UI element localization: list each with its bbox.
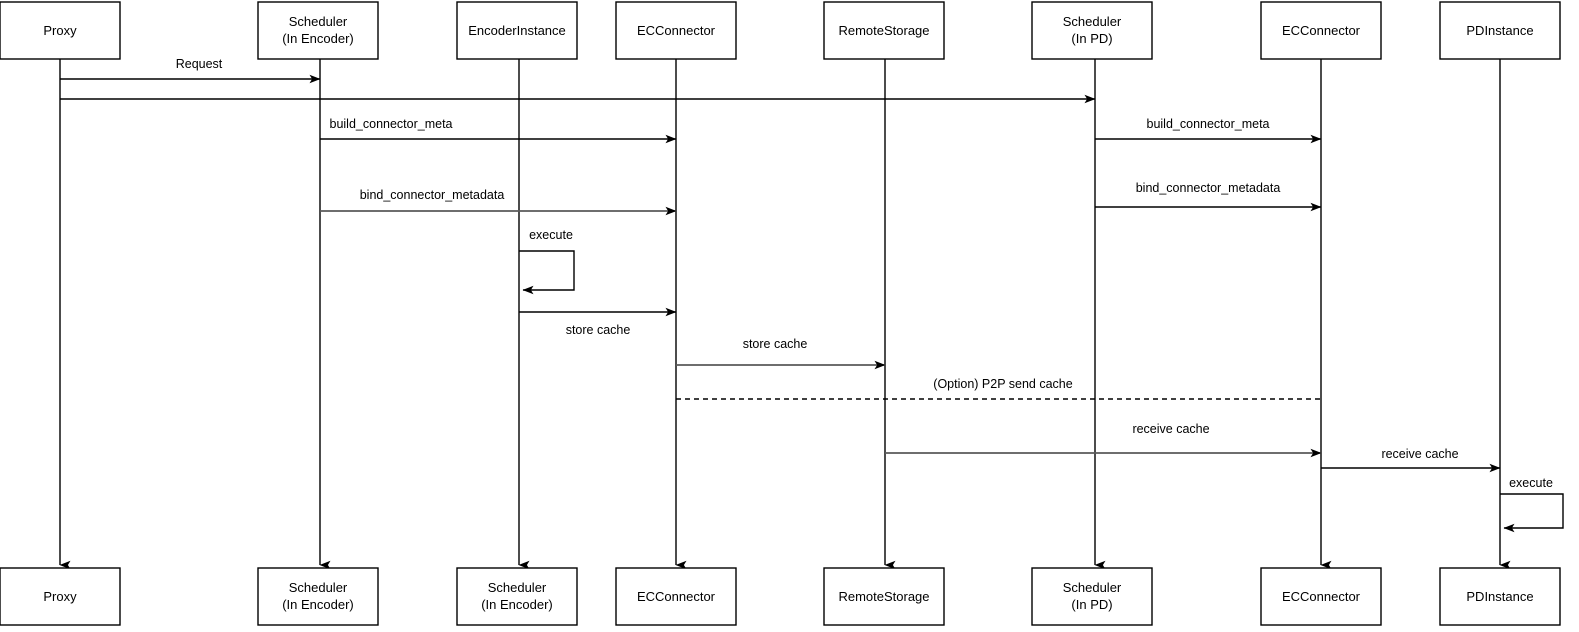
lifelines-group [59,59,1511,570]
participant-top-label-sched_enc-line1: Scheduler [289,14,348,29]
self-message-label-s2: execute [1509,476,1553,490]
participant-bottom-label-proxy_b: Proxy [43,589,77,604]
participant-top-pd_inst[interactable]: PDInstance [1439,1,1561,60]
participant-bottom-box-ec_conn_l_b[interactable] [615,567,737,626]
participant-bottom-box-sched_enc_b2[interactable] [456,567,578,626]
participant-top-box-enc_inst[interactable] [456,1,578,60]
participant-top-label-proxy: Proxy [43,23,77,38]
participants-top-group: Proxy Scheduler (In Encoder) EncoderInstanc… [0,1,1561,60]
participant-top-enc_inst[interactable]: EncoderInstance [456,1,578,60]
participant-top-label-ec_conn_l: ECConnector [637,23,716,38]
message-label-m10: receive cache [1132,422,1209,436]
participant-top-label-pd_inst: PDInstance [1466,23,1533,38]
participant-bottom-box-pd_inst_b[interactable] [1439,567,1561,626]
participant-bottom-sched_enc_b[interactable]: Scheduler (In Encoder) [257,567,379,626]
participant-bottom-label-pd_inst_b: PDInstance [1466,589,1533,604]
participant-top-label-sched_enc-line2: (In Encoder) [282,31,354,46]
self-message-loop-s2 [1500,493,1564,533]
message-label-m4: build_connector_meta [1147,117,1270,131]
participant-bottom-label-sched_enc_b2-line1: Scheduler [488,580,547,595]
participant-top-ec_conn_l[interactable]: ECConnector [615,1,737,60]
participant-bottom-box-proxy_b[interactable] [0,567,121,626]
participant-top-box-pd_inst[interactable] [1439,1,1561,60]
participant-top-remote_store[interactable]: RemoteStorage [823,1,945,60]
message-label-m11: receive cache [1381,447,1458,461]
participant-bottom-sched_pd_b[interactable]: Scheduler (In PD) [1031,567,1153,626]
participant-bottom-sched_enc_b2[interactable]: Scheduler (In Encoder) [456,567,578,626]
message-label-m6: bind_connector_metadata [1136,181,1281,195]
participant-top-ec_conn_r[interactable]: ECConnector [1260,1,1382,60]
message-label-m1: Request [176,57,223,71]
message-labels-group: Request build_connector_meta build_connect… [176,57,1459,461]
participant-top-box-ec_conn_r[interactable] [1260,1,1382,60]
participant-bottom-remote_store_b[interactable]: RemoteStorage [823,567,945,626]
participant-bottom-box-sched_enc_b[interactable] [257,567,379,626]
participants-bottom-group: Proxy Scheduler (In Encoder) Scheduler (In E… [0,567,1561,626]
participant-top-label-sched_pd-line2: (In PD) [1071,31,1112,46]
messages-group [60,74,1501,473]
participant-top-proxy[interactable]: Proxy [0,1,121,60]
participant-top-sched_enc[interactable]: Scheduler (In Encoder) [257,1,379,60]
participant-top-box-proxy[interactable] [0,1,121,60]
participant-top-label-enc_inst: EncoderInstance [468,23,566,38]
participant-bottom-label-remote_store_b: RemoteStorage [838,589,929,604]
self-messages-group: execute execute [519,228,1564,533]
participant-bottom-box-remote_store_b[interactable] [823,567,945,626]
participant-top-box-remote_store[interactable] [823,1,945,60]
participant-bottom-label-sched_pd_b-line1: Scheduler [1063,580,1122,595]
message-label-m7: store cache [566,323,631,337]
message-label-m3: build_connector_meta [330,117,453,131]
participant-top-box-sched_enc[interactable] [257,1,379,60]
participant-bottom-box-sched_pd_b[interactable] [1031,567,1153,626]
participant-bottom-proxy_b[interactable]: Proxy [0,567,121,626]
participant-bottom-label-sched_enc_b-line1: Scheduler [289,580,348,595]
participant-bottom-label-sched_enc_b2-line2: (In Encoder) [481,597,553,612]
participant-bottom-label-sched_enc_b-line2: (In Encoder) [282,597,354,612]
participant-bottom-label-ec_conn_r_b: ECConnector [1282,589,1361,604]
participant-top-label-remote_store: RemoteStorage [838,23,929,38]
participant-bottom-ec_conn_l_b[interactable]: ECConnector [615,567,737,626]
self-message-label-s1: execute [529,228,573,242]
message-label-m5: bind_connector_metadata [360,188,505,202]
participant-bottom-pd_inst_b[interactable]: PDInstance [1439,567,1561,626]
participant-top-label-ec_conn_r: ECConnector [1282,23,1361,38]
message-label-m8: store cache [743,337,808,351]
participant-bottom-label-ec_conn_l_b: ECConnector [637,589,716,604]
participant-top-sched_pd[interactable]: Scheduler (In PD) [1031,1,1153,60]
participant-top-label-sched_pd-line1: Scheduler [1063,14,1122,29]
self-message-loop-s1 [519,250,575,295]
participant-bottom-label-sched_pd_b-line2: (In PD) [1071,597,1112,612]
participant-top-box-sched_pd[interactable] [1031,1,1153,60]
participant-bottom-box-ec_conn_r_b[interactable] [1260,567,1382,626]
participant-bottom-ec_conn_r_b[interactable]: ECConnector [1260,567,1382,626]
message-label-m9: (Option) P2P send cache [933,377,1072,391]
participant-top-box-ec_conn_l[interactable] [615,1,737,60]
